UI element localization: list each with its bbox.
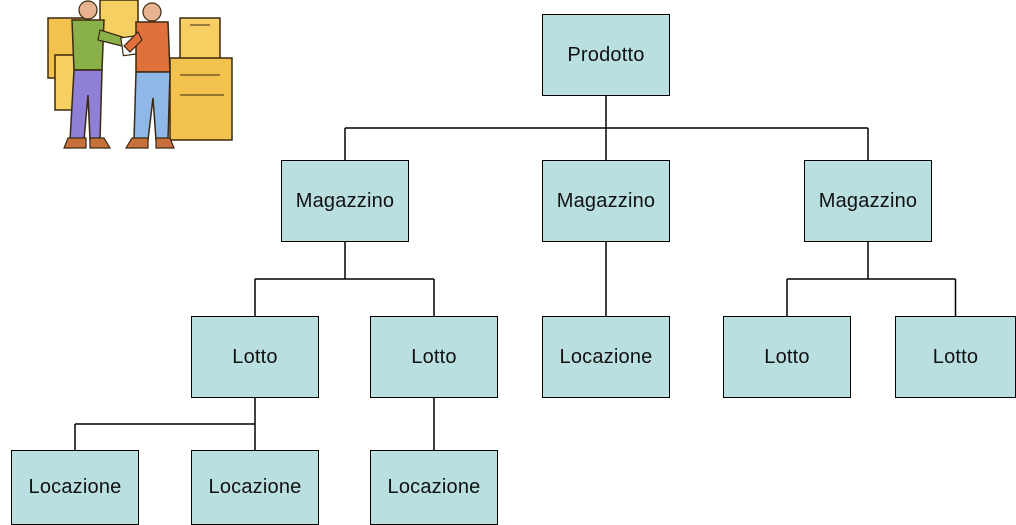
node-magazzino-3: Magazzino	[804, 160, 932, 242]
node-locazione-3: Locazione	[370, 450, 498, 525]
node-locazione-magazzino-2: Locazione	[542, 316, 670, 398]
node-lotto-1: Lotto	[191, 316, 319, 398]
worker-arm	[123, 30, 143, 53]
worker-shoe	[124, 137, 149, 149]
node-lotto-4: Lotto	[895, 316, 1016, 398]
box-shape	[169, 57, 233, 141]
worker-shoe	[89, 137, 112, 149]
worker-head	[78, 0, 98, 20]
node-magazzino-1: Magazzino	[281, 160, 409, 242]
node-locazione-1: Locazione	[11, 450, 139, 525]
worker-head	[142, 2, 162, 22]
worker-shoe	[63, 137, 87, 149]
node-prodotto: Prodotto	[542, 14, 670, 96]
warehouse-workers-clipart-icon	[47, 0, 233, 149]
node-lotto-2: Lotto	[370, 316, 498, 398]
worker-shoe	[155, 137, 175, 149]
node-lotto-3: Lotto	[723, 316, 851, 398]
node-magazzino-2: Magazzino	[542, 160, 670, 242]
node-locazione-2: Locazione	[191, 450, 319, 525]
